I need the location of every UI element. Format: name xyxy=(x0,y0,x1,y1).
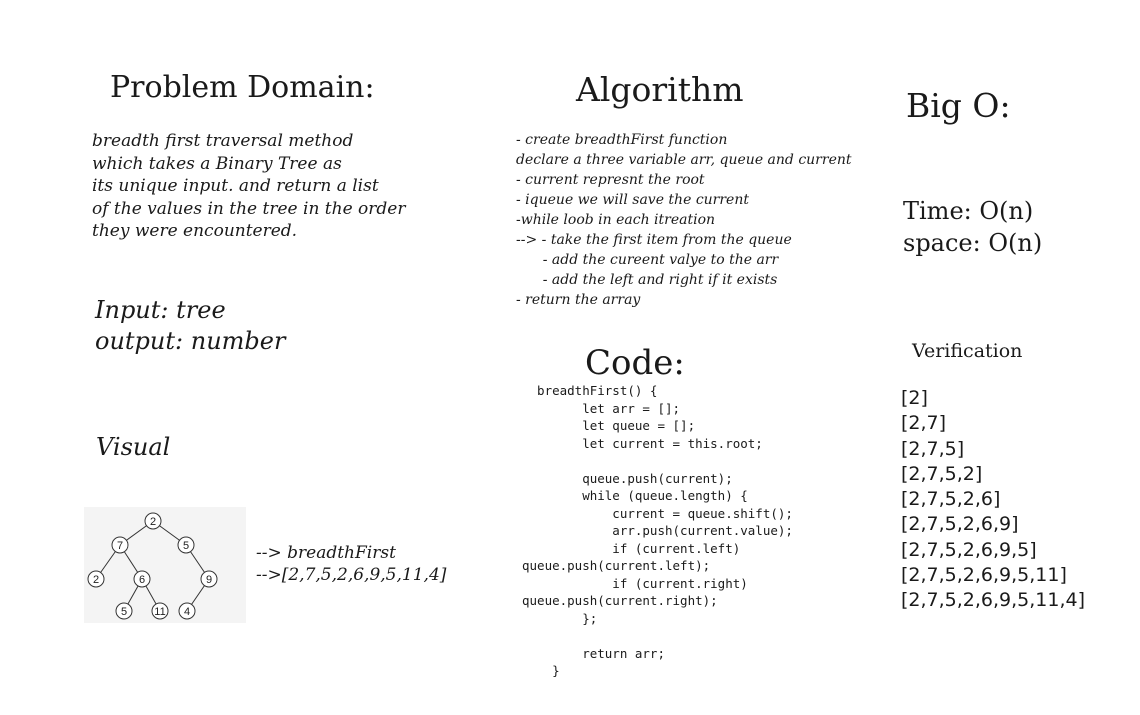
algorithm-line: - add the cureent valye to the arr xyxy=(516,252,779,268)
problem-line: they were encountered. xyxy=(92,221,298,241)
verification-step: [2,7,5,2,6,9,5] xyxy=(901,538,1037,561)
algorithm-line: declare a three variable arr, queue and … xyxy=(516,152,852,168)
complexity-block: Time: O(n) space: O(n) xyxy=(903,195,1042,259)
verification-steps: [2] [2,7] [2,7,5] [2,7,5,2] [2,7,5,2,6] … xyxy=(901,386,1085,614)
algorithm-line: -while loob in each itreation xyxy=(516,212,716,228)
problem-line: which takes a Binary Tree as xyxy=(92,153,342,174)
tree-svg: 2 7 5 2 6 9 5 11 4 xyxy=(87,512,218,620)
tree-node-circle xyxy=(115,602,133,620)
tree-node-circle xyxy=(151,602,169,620)
algorithm-line: - return the array xyxy=(516,292,641,308)
problem-line: of the values in the tree in the order xyxy=(92,198,406,219)
tree-node-circle xyxy=(144,512,162,530)
visual-title: Visual xyxy=(96,433,171,461)
verification-step: [2,7,5] xyxy=(901,437,965,460)
verification-title: Verification xyxy=(912,340,1023,362)
space-complexity: space: O(n) xyxy=(903,229,1043,257)
verification-step: [2,7] xyxy=(901,412,947,435)
code-title: Code: xyxy=(585,343,685,383)
problem-line: breadth first traversal method xyxy=(92,131,354,151)
code-block: breadthFirst() { let arr = []; let queue… xyxy=(522,383,793,678)
algorithm-line: - create breadthFirst function xyxy=(516,132,728,148)
problem-domain-title: Problem Domain: xyxy=(110,70,375,105)
verification-step: [2,7,5,2,6,9,5,11,4] xyxy=(901,589,1086,612)
time-complexity: Time: O(n) xyxy=(903,197,1034,225)
breadth-first-result-label: -->[2,7,5,2,6,9,5,11,4] xyxy=(256,565,447,585)
tree-node-circle xyxy=(133,570,151,588)
algorithm-line: - add the left and right if it exists xyxy=(516,272,778,288)
tree-node-label: 11 xyxy=(154,606,165,618)
tree-node-label: 7 xyxy=(117,540,123,552)
visual-output: --> breadthFirst -->[2,7,5,2,6,9,5,11,4] xyxy=(256,542,446,586)
verification-step: [2,7,5,2] xyxy=(901,462,983,485)
algorithm-line: --> - take the first item from the queue xyxy=(516,232,792,248)
tree-node-label: 5 xyxy=(183,540,189,552)
tree-node-circle xyxy=(178,602,196,620)
tree-node-label: 2 xyxy=(150,516,156,528)
tree-node-label: 4 xyxy=(184,606,190,618)
algorithm-line: - current represnt the root xyxy=(516,172,705,188)
algorithm-title: Algorithm xyxy=(576,70,744,109)
tree-diagram: 2 7 5 2 6 9 5 11 4 xyxy=(84,507,246,623)
problem-description: breadth first traversal method which tak… xyxy=(92,130,405,243)
tree-node-label: 9 xyxy=(206,574,212,586)
input-label: Input: tree xyxy=(95,296,226,324)
verification-step: [2,7,5,2,6,9,5,11] xyxy=(901,564,1067,587)
big-o-title: Big O: xyxy=(906,86,1011,125)
verification-step: [2,7,5,2,6,9] xyxy=(901,513,1019,536)
algorithm-line: - iqueue we will save the current xyxy=(516,192,749,208)
tree-node-circle xyxy=(177,536,195,554)
breadth-first-call-label: --> breadthFirst xyxy=(256,543,396,563)
algorithm-steps: - create breadthFirst function declare a… xyxy=(516,130,852,310)
verification-step: [2] xyxy=(901,387,928,409)
verification-step: [2,7,5,2,6] xyxy=(901,488,1001,511)
tree-node-label: 2 xyxy=(93,574,99,586)
tree-node-label: 5 xyxy=(121,606,127,618)
tree-node-circle xyxy=(111,536,129,554)
problem-line: its unique input. and return a list xyxy=(92,176,379,196)
tree-node-circle xyxy=(87,570,105,588)
io-block: Input: tree output: number xyxy=(95,295,285,357)
tree-node-circle xyxy=(200,570,218,588)
tree-node-label: 6 xyxy=(139,574,145,586)
output-label: output: number xyxy=(95,327,286,355)
